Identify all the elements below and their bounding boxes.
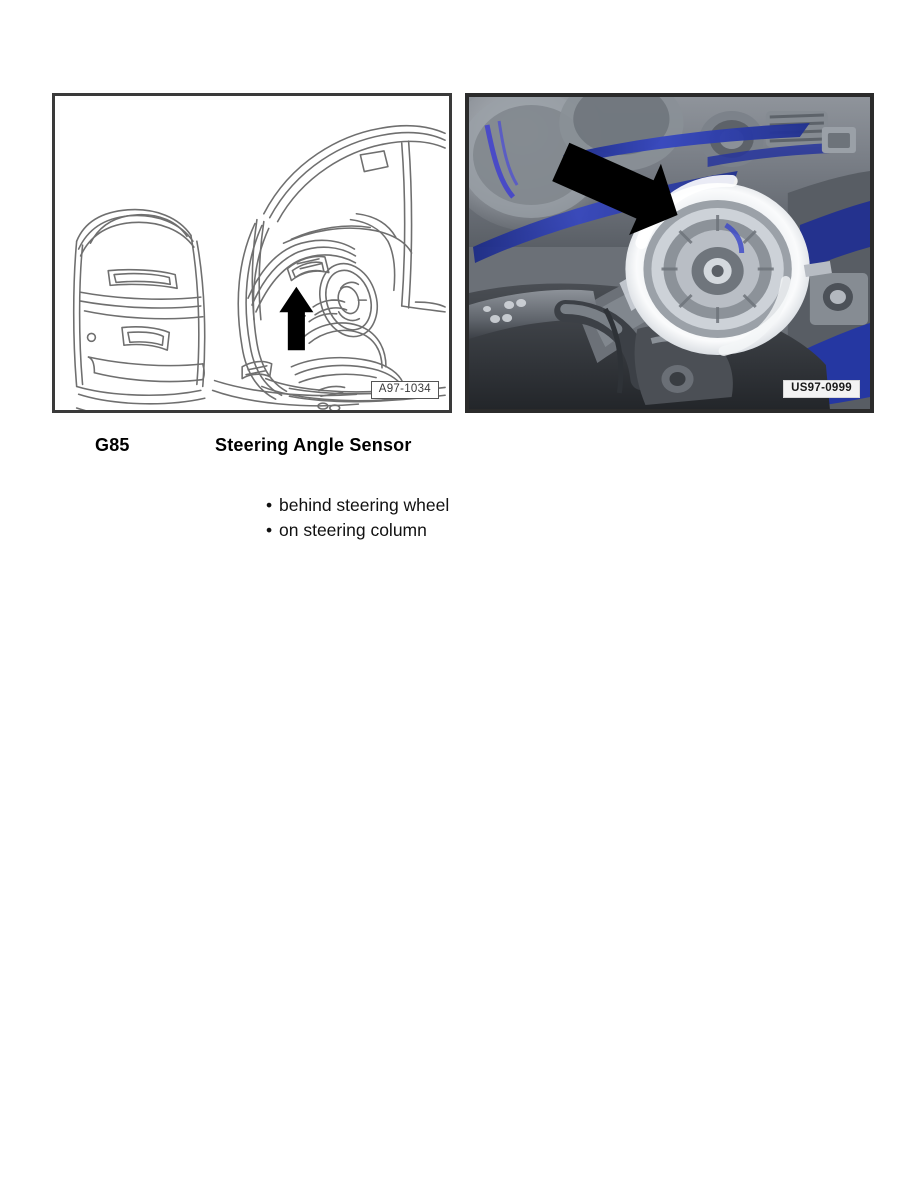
location-notes: • behind steering wheel • on steering colu… <box>266 493 686 543</box>
caption: G85 Steering Angle Sensor <box>95 435 795 461</box>
steering-column-photo <box>469 97 870 409</box>
figure-id-badge-right: US97-0999 <box>783 379 860 398</box>
component-title: Steering Angle Sensor <box>215 435 412 455</box>
figure-photograph: US97-0999 <box>465 93 874 413</box>
photograph-canvas: US97-0999 <box>469 97 870 409</box>
list-item-label: on steering column <box>279 520 427 540</box>
list-item: • on steering column <box>266 518 686 543</box>
list-item-label: behind steering wheel <box>279 495 450 515</box>
figure-id-badge-left: A97-1034 <box>370 380 439 399</box>
callout-arrow-down-right-icon <box>552 142 678 236</box>
bullet-icon: • <box>266 520 273 540</box>
figure-line-drawing: A97-1034 <box>52 93 452 413</box>
component-code: G85 <box>95 435 130 455</box>
car-interior-line-art <box>72 124 446 410</box>
list-item: • behind steering wheel <box>266 493 686 518</box>
steering-angle-sensor-ring <box>625 174 832 356</box>
callout-arrow-up-icon <box>279 286 314 351</box>
figure-row: A97-1034 <box>52 93 874 413</box>
bullet-icon: • <box>266 495 273 515</box>
line-drawing-canvas: A97-1034 <box>55 96 449 410</box>
